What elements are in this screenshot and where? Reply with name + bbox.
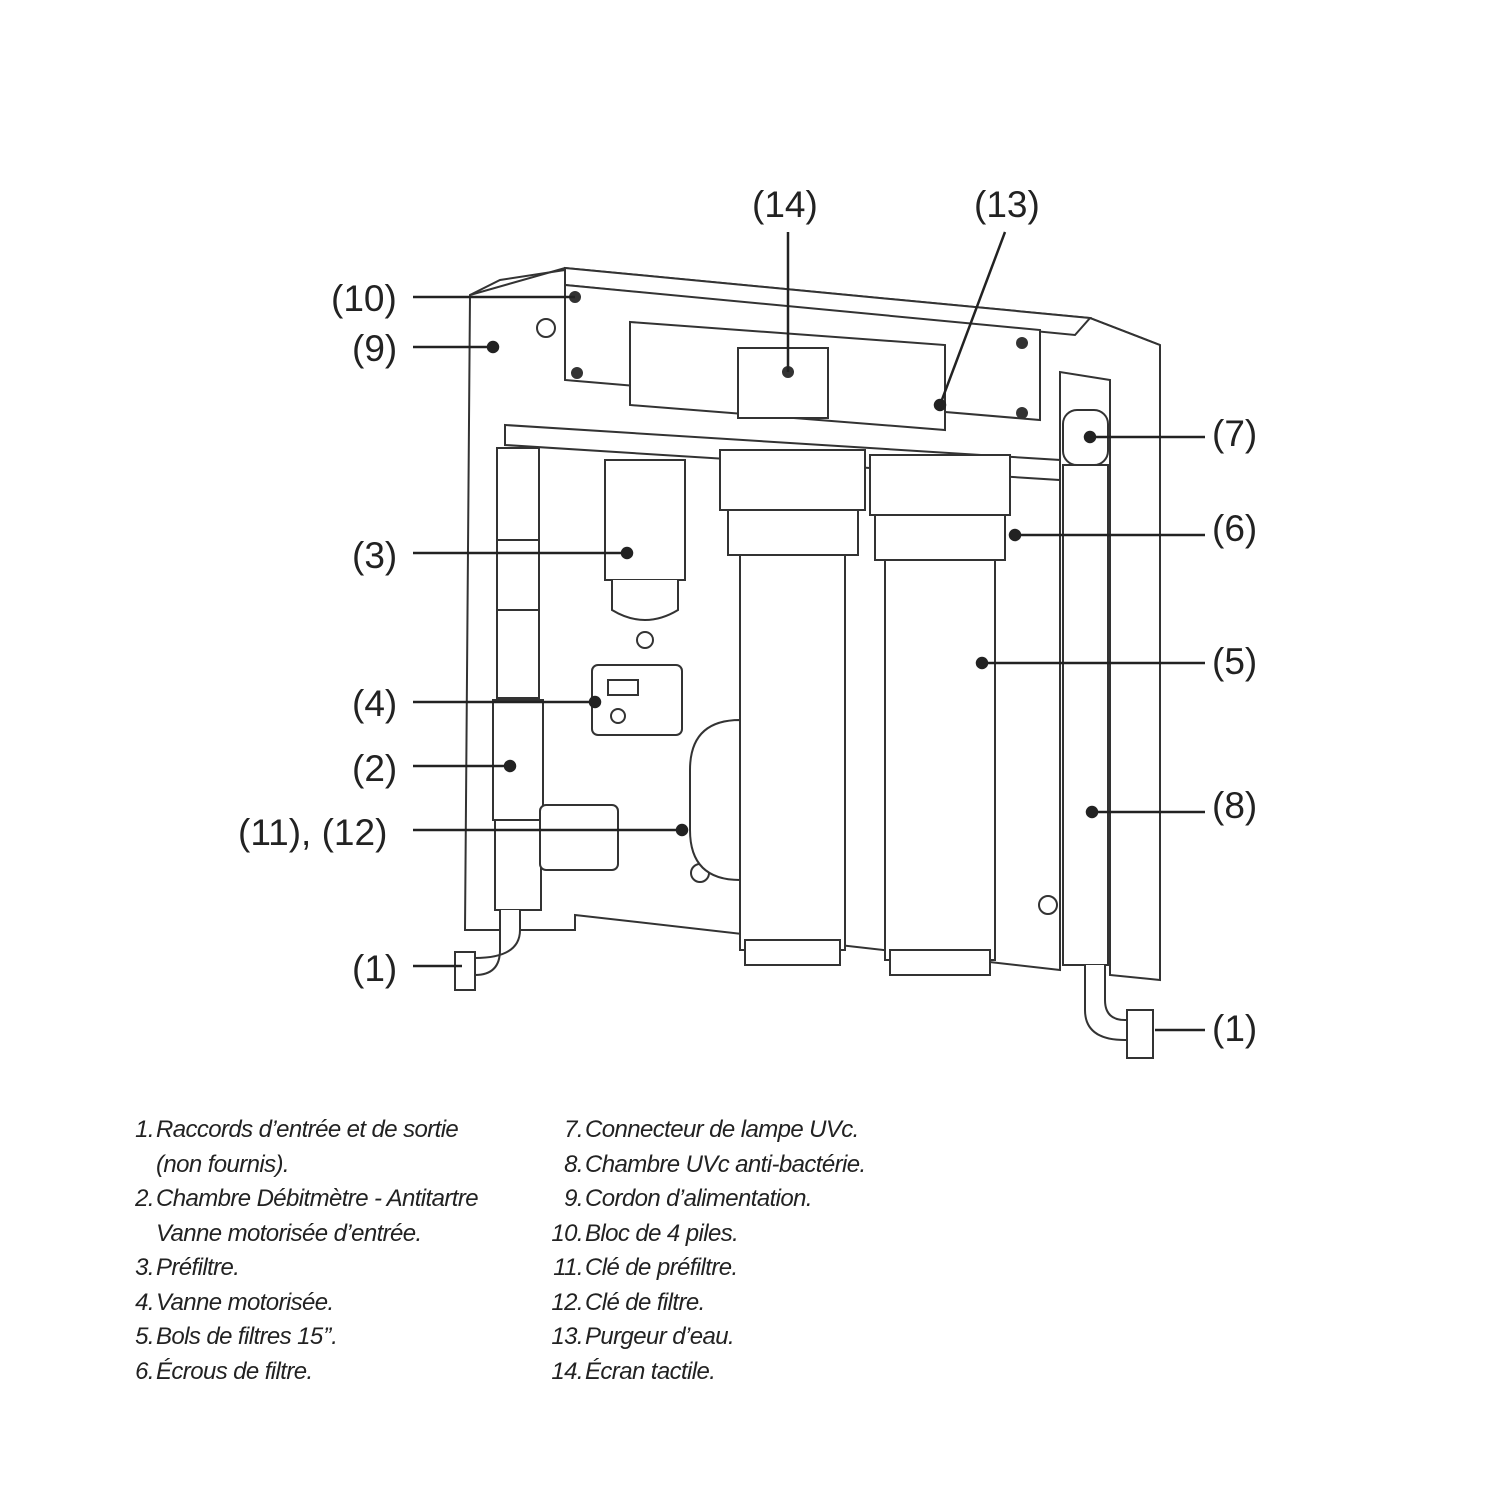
legend-number: 9. — [564, 1185, 583, 1212]
touch-screen — [737, 347, 829, 419]
callout-9: (9) — [352, 328, 398, 369]
legend-text: Bols de filtres 15’’. — [156, 1323, 338, 1350]
legend-text-continued: Vanne motorisée d’entrée. — [156, 1219, 422, 1247]
legend-number: 1. — [135, 1116, 154, 1143]
legend-number: 6. — [135, 1357, 154, 1385]
callout-1-left: (1) — [352, 948, 398, 989]
legend-number: 14. — [551, 1357, 583, 1385]
callout-5: (5) — [1212, 641, 1258, 682]
legend-item: 3.Préfiltre. — [130, 1251, 478, 1286]
legend-text: Clé de préfiltre. — [585, 1254, 738, 1281]
uv-chamber — [1062, 409, 1154, 1059]
legend-number: 5. — [135, 1323, 154, 1350]
legend-left: 1.Raccords d’entrée et de sortie (non fo… — [130, 1113, 478, 1389]
legend-number: 2. — [135, 1185, 154, 1212]
legend-text: Préfiltre. — [156, 1254, 240, 1281]
callout-2: (2) — [352, 748, 398, 789]
leader-lines — [413, 231, 1205, 1032]
legend-item: 11.Clé de préfiltre. — [548, 1251, 866, 1286]
callout-11-12: (11), (12) — [238, 812, 388, 853]
prefilter — [604, 459, 686, 649]
legend-item: 14.Écran tactile. — [548, 1355, 866, 1390]
callout-4: (4) — [352, 683, 398, 724]
legend-number: 10. — [551, 1219, 583, 1247]
legend-text: Chambre Débitmètre - Antitartre — [156, 1185, 479, 1212]
callout-7: (7) — [1212, 413, 1258, 454]
legend-text: Écran tactile. — [585, 1357, 716, 1385]
callout-10: (10) — [331, 278, 397, 319]
legend-item: 6.Écrous de filtre. — [130, 1355, 478, 1390]
legend-text-continued: (non fournis). — [156, 1150, 290, 1178]
legend-number: 13. — [551, 1323, 583, 1350]
legend-text: Chambre UVc anti-bactérie. — [585, 1150, 866, 1178]
legend-item: 2.Chambre Débitmètre - Antitartre — [130, 1182, 478, 1217]
filter-key — [689, 718, 741, 882]
legend-item: 4.Vanne motorisée. — [130, 1286, 478, 1321]
legend-number: 12. — [551, 1288, 583, 1316]
callout-3: (3) — [352, 535, 398, 576]
legend-text: Purgeur d’eau. — [585, 1323, 735, 1350]
legend-text: Cordon d’alimentation. — [585, 1185, 813, 1212]
legend-text: Bloc de 4 piles. — [585, 1219, 739, 1247]
filter-bowls — [719, 449, 1011, 976]
legend-number: 4. — [135, 1288, 154, 1316]
legend-item: 9.Cordon d’alimentation. — [548, 1182, 866, 1217]
legend-right: 7.Connecteur de lampe UVc. 8.Chambre UVc… — [548, 1113, 866, 1389]
legend-text: Connecteur de lampe UVc. — [585, 1116, 859, 1143]
legend-item: 12.Clé de filtre. — [548, 1286, 866, 1321]
legend-item: 8.Chambre UVc anti-bactérie. — [548, 1148, 866, 1183]
callout-13: (13) — [974, 184, 1040, 225]
legend-item: 5.Bols de filtres 15’’. — [130, 1320, 478, 1355]
callout-14: (14) — [752, 184, 818, 225]
legend-text: Vanne motorisée. — [156, 1288, 334, 1316]
legend-item: 13.Purgeur d’eau. — [548, 1320, 866, 1355]
legend-text: Clé de filtre. — [585, 1288, 705, 1316]
legend-item: 1.Raccords d’entrée et de sortie — [130, 1113, 478, 1148]
callout-8: (8) — [1212, 785, 1258, 826]
callout-6: (6) — [1212, 508, 1258, 549]
legend-item: 7.Connecteur de lampe UVc. — [548, 1113, 866, 1148]
legend-number: 11. — [553, 1254, 583, 1281]
screen-bracket — [629, 320, 946, 432]
inlet-motorized-valve — [539, 804, 619, 871]
legend-number: 3. — [135, 1254, 154, 1281]
inlet-pipe — [454, 447, 544, 991]
callout-1-right: (1) — [1212, 1008, 1258, 1049]
legend-text: Raccords d’entrée et de sortie — [156, 1116, 459, 1143]
legend-item: 10.Bloc de 4 piles. — [548, 1217, 866, 1252]
motorized-valve — [591, 664, 683, 736]
legend-number: 8. — [564, 1150, 583, 1178]
legend-text: Écrous de filtre. — [156, 1357, 313, 1385]
legend-number: 7. — [564, 1116, 583, 1143]
